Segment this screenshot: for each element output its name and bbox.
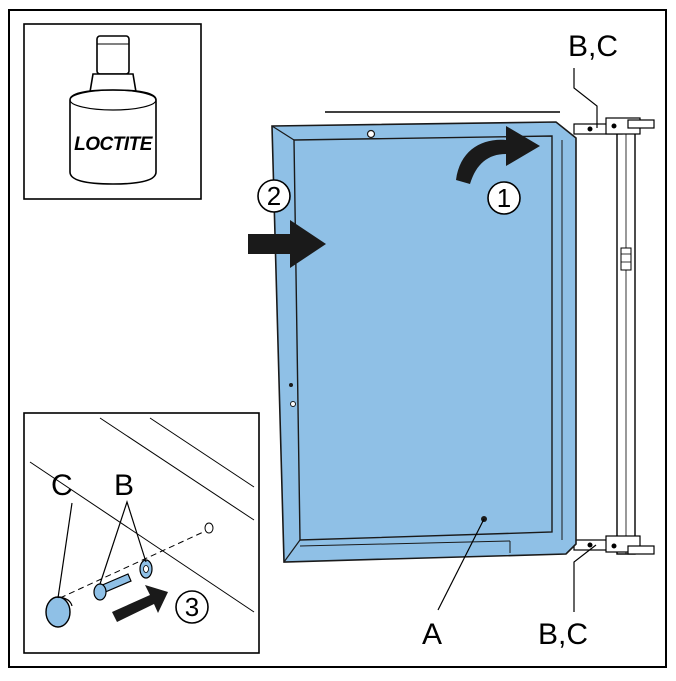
top-hinge <box>573 117 655 135</box>
label-pin-washer: B <box>114 469 134 502</box>
detail-inset: C B 3 <box>23 412 260 654</box>
door-panel <box>271 121 577 563</box>
loctite-inset: LOCTITE <box>23 23 202 200</box>
leader-top-hinge <box>573 68 598 128</box>
leader-bottom-hinge <box>573 544 597 612</box>
threadlocker-bottle-icon: LOCTITE <box>69 35 157 185</box>
leader-door <box>437 518 485 611</box>
step-2-marker: 2 <box>257 179 291 213</box>
step-1-marker: 1 <box>487 181 521 215</box>
step-3-marker: 3 <box>175 590 209 624</box>
curved-arrow-icon <box>456 126 540 184</box>
label-cap: C <box>51 469 73 502</box>
push-arrow-icon <box>248 220 326 268</box>
washer-icon <box>139 559 153 579</box>
hinge-pin-icon <box>93 573 132 601</box>
loctite-brand-text: LOCTITE <box>74 134 154 155</box>
insert-arrow-icon <box>112 585 168 622</box>
leader-pin-washer <box>99 500 147 585</box>
label-top-hinge: B,C <box>568 30 618 63</box>
cap-icon <box>45 596 73 628</box>
step-2-number: 2 <box>267 181 281 211</box>
step-3-number: 3 <box>185 592 199 622</box>
leader-cap <box>57 502 73 599</box>
label-door: A <box>422 618 442 651</box>
label-bottom-hinge: B,C <box>538 618 588 651</box>
step-1-number: 1 <box>497 183 511 213</box>
